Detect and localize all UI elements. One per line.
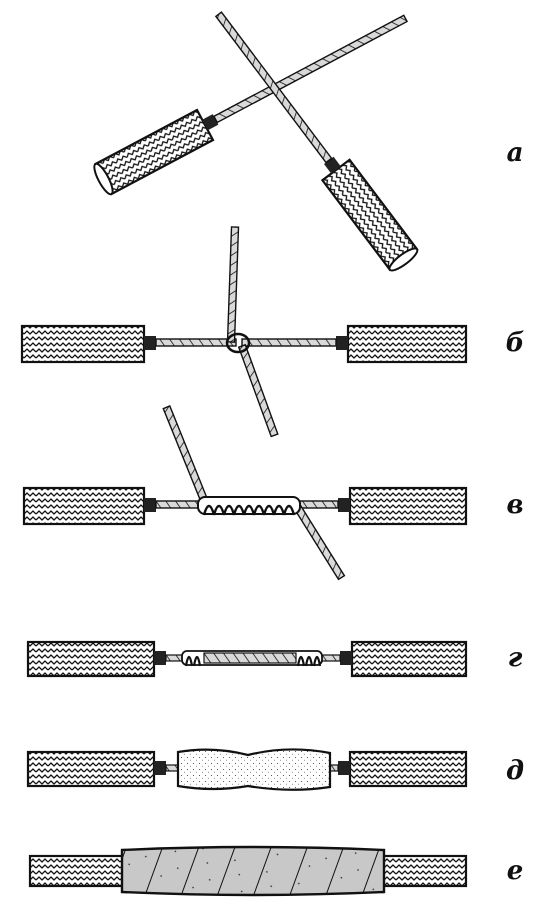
step-label-b: б: [505, 328, 525, 358]
step-e-illustration: [28, 845, 468, 897]
step-label-v: в: [506, 490, 524, 520]
step-label-d: д: [505, 756, 525, 786]
step-g-illustration: [26, 640, 468, 678]
step-d-illustration: [26, 748, 468, 791]
step-a-illustration: [93, 11, 419, 272]
step-v-illustration: [22, 405, 468, 581]
step-b-illustration: [20, 226, 468, 438]
step-label-g: г: [507, 643, 523, 673]
step-label-a: а: [506, 138, 524, 168]
step-label-e: е: [506, 856, 524, 886]
